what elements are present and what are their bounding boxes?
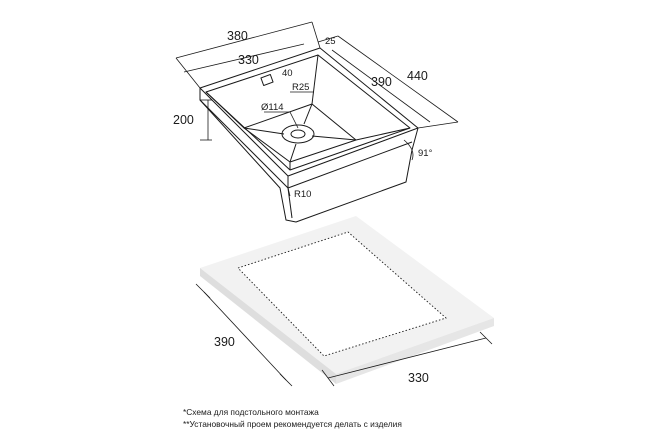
dim-cutout-width: 330: [408, 371, 429, 385]
countertop-edge: [200, 268, 336, 384]
dim-overall-depth: 440: [407, 69, 428, 83]
dim-drain-diameter: Ø114: [261, 102, 284, 113]
cutout-dimension-lines: [195, 283, 493, 387]
inner-wall-edge: [355, 127, 411, 141]
cutout-opening: [237, 231, 447, 357]
dim-radius-top: R25: [292, 82, 309, 93]
drain-inner: [290, 129, 306, 139]
sink-body-edge: [287, 141, 413, 189]
drain-groove: [243, 127, 285, 135]
sink-body-edge: [287, 187, 293, 219]
sink-rim-inner: [205, 54, 411, 171]
dim-radius-bottom: R10: [294, 189, 311, 200]
countertop: [200, 216, 494, 384]
dim-inner-depth: 390: [371, 75, 392, 89]
dim-wall-angle: 91°: [418, 148, 433, 159]
countertop-edge-right: [336, 318, 494, 384]
faucet-marker: [260, 74, 274, 86]
dim-drain-offset: 40: [282, 68, 293, 79]
dim-cutout-depth: 390: [214, 335, 235, 349]
sink-body-edge: [199, 99, 289, 189]
dim-overall-width: 380: [227, 29, 248, 43]
inner-wall-edge: [205, 91, 245, 129]
installation-notes: *Схема для подстольного монтажа **Устано…: [183, 407, 402, 430]
dim-rim: 25: [325, 36, 336, 47]
note-mounting: *Схема для подстольного монтажа: [183, 407, 319, 417]
sink-body: [199, 88, 419, 223]
inner-wall-edge: [311, 54, 319, 105]
drain-groove: [289, 143, 297, 163]
drain-groove: [311, 135, 357, 141]
sink-dimension-lines: [175, 21, 459, 197]
drain-groove: [303, 103, 313, 125]
dim-inner-width: 330: [238, 53, 259, 67]
dim-height: 200: [173, 113, 194, 127]
drain-outer: [281, 124, 315, 144]
note-cutout: **Установочный проем рекомендуется делат…: [183, 418, 402, 429]
